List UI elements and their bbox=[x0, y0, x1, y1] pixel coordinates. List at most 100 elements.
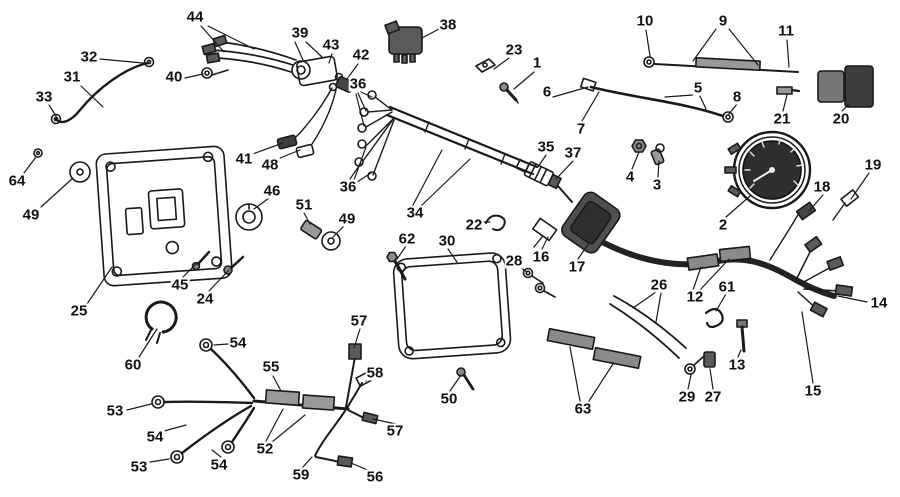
terminal-27 bbox=[703, 351, 716, 368]
callout-57-61: 57 bbox=[385, 422, 405, 440]
screw-50 bbox=[456, 367, 475, 391]
callout-19-30: 19 bbox=[863, 156, 883, 174]
callout-40-12: 40 bbox=[164, 68, 184, 86]
callout-59-67: 59 bbox=[291, 466, 311, 484]
callout-1-6: 1 bbox=[531, 54, 543, 72]
callout-11-9: 11 bbox=[777, 22, 795, 40]
callout-31-11: 31 bbox=[62, 68, 82, 86]
lead-terminals-28 bbox=[522, 267, 556, 298]
callout-61-45: 61 bbox=[717, 278, 737, 296]
callout-54-53: 54 bbox=[228, 334, 248, 352]
bulb-3 bbox=[650, 143, 665, 166]
callout-44-0: 44 bbox=[185, 8, 205, 26]
spacer bbox=[300, 219, 323, 240]
callout-20-18: 20 bbox=[831, 110, 851, 128]
clip-22 bbox=[485, 214, 506, 232]
callout-8-16: 8 bbox=[731, 88, 743, 106]
mounting-bracket bbox=[95, 145, 233, 287]
harness-leads-44 bbox=[201, 34, 297, 73]
key-switch bbox=[291, 55, 344, 145]
screw-24 bbox=[223, 255, 245, 275]
callout-17-42: 17 bbox=[567, 258, 587, 276]
callout-63-64: 63 bbox=[573, 400, 593, 418]
callout-37-25: 37 bbox=[563, 144, 583, 162]
ignition-harness bbox=[354, 90, 539, 181]
callout-54-58: 54 bbox=[145, 428, 165, 446]
bolt-62 bbox=[386, 251, 407, 281]
bolt-21 bbox=[776, 86, 801, 95]
tachometer-gauge bbox=[724, 130, 812, 210]
callout-35-24: 35 bbox=[536, 138, 556, 156]
callout-16-41: 16 bbox=[531, 248, 551, 266]
clip-61 bbox=[704, 307, 724, 329]
callout-30-39: 30 bbox=[437, 232, 457, 250]
callout-2-28: 2 bbox=[717, 216, 729, 234]
washer bbox=[69, 161, 91, 183]
screw-45 bbox=[191, 250, 211, 271]
callout-62-38: 62 bbox=[397, 230, 417, 248]
callout-52-59: 52 bbox=[255, 440, 275, 458]
callout-24-48: 24 bbox=[195, 290, 215, 308]
callout-23-5: 23 bbox=[504, 41, 524, 59]
callout-7-20: 7 bbox=[575, 120, 587, 138]
callout-13-50: 13 bbox=[727, 356, 747, 374]
callout-46-32: 46 bbox=[262, 182, 282, 200]
link-rod bbox=[643, 56, 799, 73]
terminal-19 bbox=[832, 189, 860, 221]
callout-25-46: 25 bbox=[69, 302, 89, 320]
callout-36-34: 36 bbox=[338, 178, 358, 196]
relay bbox=[384, 20, 423, 64]
callout-18-29: 18 bbox=[812, 178, 832, 196]
connector-16 bbox=[531, 217, 558, 248]
callout-15-51: 15 bbox=[803, 382, 823, 400]
washer-2 bbox=[321, 231, 341, 251]
ring-terminal-29 bbox=[684, 356, 704, 375]
leader-lines bbox=[23, 25, 870, 472]
main-connector-17 bbox=[561, 191, 621, 254]
callout-6-14: 6 bbox=[541, 83, 553, 101]
callout-58-56: 58 bbox=[365, 364, 385, 382]
callout-10-7: 10 bbox=[635, 12, 655, 30]
sleeve-41 bbox=[276, 134, 298, 150]
callout-27-63: 27 bbox=[703, 388, 723, 406]
callout-36-13: 36 bbox=[348, 75, 368, 93]
callout-50-60: 50 bbox=[439, 390, 459, 408]
power-pack bbox=[392, 252, 512, 360]
callout-49-36: 49 bbox=[337, 210, 357, 228]
callout-53-65: 53 bbox=[129, 458, 149, 476]
temp-sensor bbox=[515, 158, 573, 203]
callout-5-15: 5 bbox=[692, 79, 704, 97]
callout-41-22: 41 bbox=[234, 150, 254, 168]
callout-14-49: 14 bbox=[869, 294, 889, 312]
callout-34-35: 34 bbox=[405, 204, 425, 222]
callout-21-17: 21 bbox=[772, 110, 792, 128]
rubber-mount bbox=[235, 203, 263, 231]
callout-33-19: 33 bbox=[34, 88, 54, 106]
throttle-cable bbox=[579, 77, 734, 123]
callout-39-1: 39 bbox=[290, 24, 310, 42]
callout-3-27: 3 bbox=[651, 176, 663, 194]
callout-64-21: 64 bbox=[7, 172, 27, 190]
callout-49-31: 49 bbox=[21, 206, 41, 224]
callout-54-66: 54 bbox=[209, 456, 229, 474]
ring-terminal-40 bbox=[201, 67, 229, 79]
callout-51-33: 51 bbox=[294, 196, 314, 214]
callout-42-3: 42 bbox=[351, 46, 371, 64]
battery-harness bbox=[151, 338, 379, 468]
callout-53-57: 53 bbox=[105, 402, 125, 420]
clip-23 bbox=[475, 58, 496, 73]
callout-43-2: 43 bbox=[321, 36, 341, 54]
callout-57-54: 57 bbox=[349, 312, 369, 330]
callout-45-47: 45 bbox=[170, 276, 190, 294]
callout-26-43: 26 bbox=[649, 276, 669, 294]
callout-9-8: 9 bbox=[717, 12, 729, 30]
screw-1 bbox=[499, 82, 519, 104]
connector-plug-20 bbox=[817, 65, 874, 108]
grommet bbox=[33, 148, 43, 158]
callout-38-4: 38 bbox=[438, 16, 458, 34]
callout-55-55: 55 bbox=[261, 358, 281, 376]
callout-28-40: 28 bbox=[504, 252, 524, 270]
callout-22-37: 22 bbox=[464, 216, 484, 234]
